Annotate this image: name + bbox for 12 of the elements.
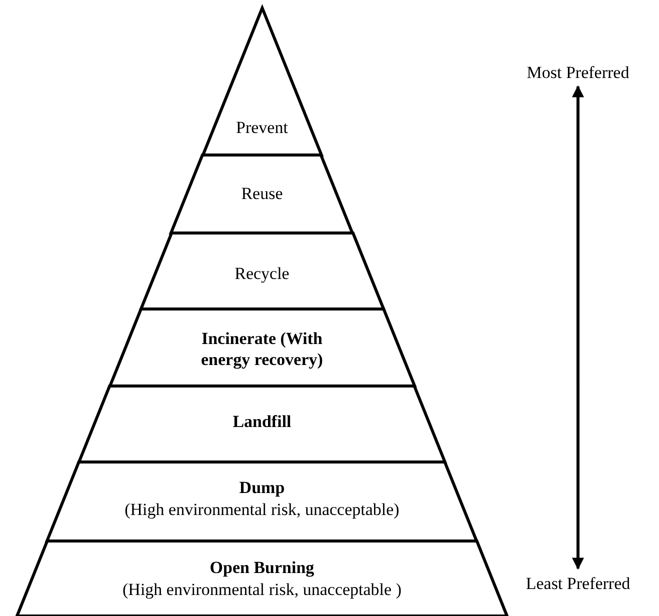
- tier-label: Dump: [239, 476, 285, 498]
- tier-label: Incinerate (With energy recovery): [200, 328, 324, 370]
- tier-label: Recycle: [234, 262, 290, 284]
- tier-label: Open Burning: [210, 556, 314, 578]
- scale-label: Most Preferred: [526, 62, 630, 82]
- tier-label: Landfill: [232, 410, 292, 432]
- tier-label: Reuse: [241, 182, 283, 204]
- preference-arrow: [572, 85, 584, 570]
- tier-label: Prevent: [236, 116, 288, 138]
- tier-note: (High environmental risk, unacceptable ): [122, 578, 402, 600]
- tier-note: (High environmental risk, unacceptable): [124, 498, 400, 520]
- scale-label: Least Preferred: [526, 572, 630, 594]
